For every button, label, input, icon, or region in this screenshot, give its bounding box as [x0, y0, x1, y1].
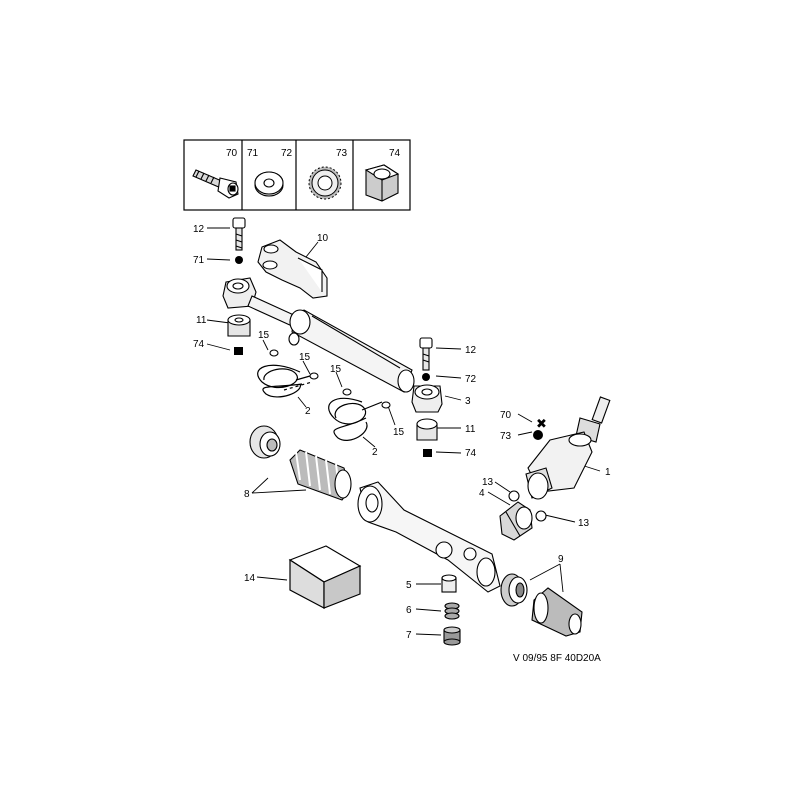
bolt-icon — [192, 169, 239, 199]
bolt-12-left — [232, 217, 246, 251]
callout-72: 72 — [465, 374, 477, 385]
grease-pack-14 — [288, 545, 362, 609]
callout-11: 11 — [196, 315, 207, 326]
bolt-12-right — [419, 337, 433, 371]
rubber-bush-left — [222, 277, 257, 309]
callout-4: 4 — [479, 488, 485, 499]
pinion-housing-1 — [525, 396, 611, 500]
callout-12: 12 — [193, 224, 205, 235]
flat-washer-icon — [254, 171, 284, 197]
rack-housing — [357, 481, 501, 593]
legend-label-72: 72 — [281, 148, 293, 159]
callout-numbers: 12 71 10 11 74 15 15 15 15 2 2 12 72 3 1… — [193, 224, 611, 641]
callout-2: 2 — [305, 406, 311, 417]
callout-11: 11 — [465, 424, 476, 435]
bellows-boot-8 — [289, 449, 352, 501]
clamp-spring-2-right — [328, 397, 383, 441]
callout-74: 74 — [465, 448, 477, 459]
lock-nut-icon — [364, 164, 400, 202]
washer-71-marker — [235, 256, 243, 264]
legend-label-71: 71 — [247, 148, 259, 159]
bush-4 — [499, 501, 533, 541]
boot-cap-8 — [249, 425, 281, 459]
spring-6 — [444, 602, 460, 620]
callout-74: 74 — [193, 339, 205, 350]
o-rings-13 — [508, 490, 547, 522]
callout-70: 70 — [500, 410, 512, 421]
callout-6: 6 — [406, 605, 412, 616]
callout-15: 15 — [258, 330, 270, 341]
legend-label-70: 70 — [226, 148, 238, 159]
callout-73: 73 — [500, 431, 512, 442]
bush-11-left — [227, 314, 251, 337]
callout-1: 1 — [605, 467, 611, 478]
callout-8: 8 — [244, 489, 250, 500]
clips-15 — [269, 349, 391, 409]
nut-74-marker-right — [423, 449, 432, 457]
end-cap-9 — [531, 587, 583, 637]
callout-2: 2 — [372, 447, 378, 458]
callout-10: 10 — [317, 233, 329, 244]
callout-5: 5 — [406, 580, 412, 591]
callout-15: 15 — [393, 427, 405, 438]
bush-11-right — [416, 418, 438, 441]
washer-73-marker — [533, 430, 543, 440]
seal-ring-9 — [500, 573, 528, 607]
legend-label-74: 74 — [389, 148, 401, 159]
callout-71: 71 — [193, 255, 205, 266]
rubber-bush-right — [411, 384, 443, 413]
callout-13: 13 — [482, 477, 494, 488]
callout-12: 12 — [465, 345, 477, 356]
callout-3: 3 — [465, 396, 471, 407]
callout-13: 13 — [578, 518, 590, 529]
leader-lines — [206, 227, 601, 636]
callout-9: 9 — [558, 554, 564, 565]
callout-7: 7 — [406, 630, 412, 641]
clamp-spring-2-left — [257, 364, 313, 398]
legend-labels: 70 71 72 73 74 — [226, 148, 401, 159]
bracket-10 — [257, 239, 328, 299]
washer-72-marker — [422, 373, 430, 381]
steering-damper-3 — [247, 295, 415, 393]
adjuster-plug-7 — [443, 626, 461, 646]
hardware-legend-box — [183, 139, 411, 211]
drawing-reference-code: V 09/95 8F 40D20A — [513, 653, 601, 664]
callout-15: 15 — [330, 364, 342, 375]
callout-14: 14 — [244, 573, 256, 584]
nut-74-marker-left — [234, 347, 243, 355]
legend-label-73: 73 — [336, 148, 348, 159]
callout-15: 15 — [299, 352, 311, 363]
thrust-pad-5 — [441, 574, 457, 593]
bolt-70-marker: ✖ — [536, 417, 547, 432]
serrated-washer-icon — [308, 166, 342, 200]
